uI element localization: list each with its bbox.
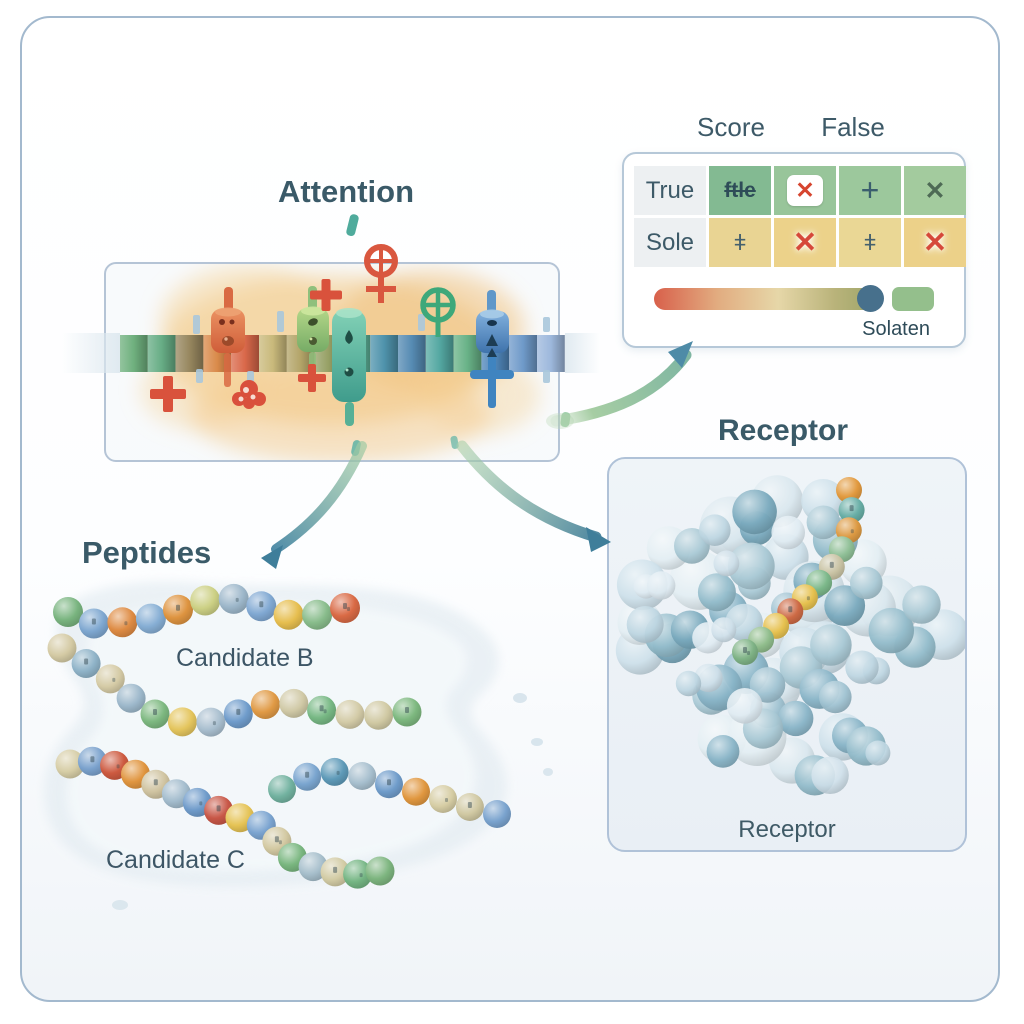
plus-icon: +	[860, 172, 880, 208]
score-cell: +	[839, 166, 901, 215]
score-cell: ftle	[709, 166, 771, 215]
score-cell: ✕	[904, 166, 966, 215]
row-label-sole: Sole	[634, 218, 706, 267]
score-table: True ftle ✕ + ✕ Sole ǂ ✕ ǂ ✕	[634, 166, 966, 267]
dagger-icon: ǂ	[863, 229, 877, 255]
score-cell: ✕	[774, 166, 836, 215]
score-cell: ✕	[904, 218, 966, 267]
dagger-icon: ǂ	[733, 229, 747, 255]
attention-panel	[104, 262, 560, 462]
score-table-panel: True ftle ✕ + ✕ Sole ǂ ✕ ǂ ✕ Solaten	[622, 152, 966, 348]
score-cell: ǂ	[839, 218, 901, 267]
cell-glyph-struck-text: ftle	[724, 178, 756, 202]
score-cell: ✕	[774, 218, 836, 267]
row-label-true: True	[634, 166, 706, 215]
colorbar-knob	[857, 285, 884, 312]
colorbar-swatch	[892, 287, 934, 311]
receptor-panel	[607, 457, 967, 852]
score-colorbar	[654, 288, 880, 310]
colorbar-legend-label: Solaten	[862, 318, 930, 340]
red-x-icon: ✕	[792, 227, 818, 259]
dark-x-icon: ✕	[924, 176, 946, 205]
red-x-icon: ✕	[922, 227, 948, 259]
red-x-icon: ✕	[787, 175, 823, 206]
score-cell: ǂ	[709, 218, 771, 267]
